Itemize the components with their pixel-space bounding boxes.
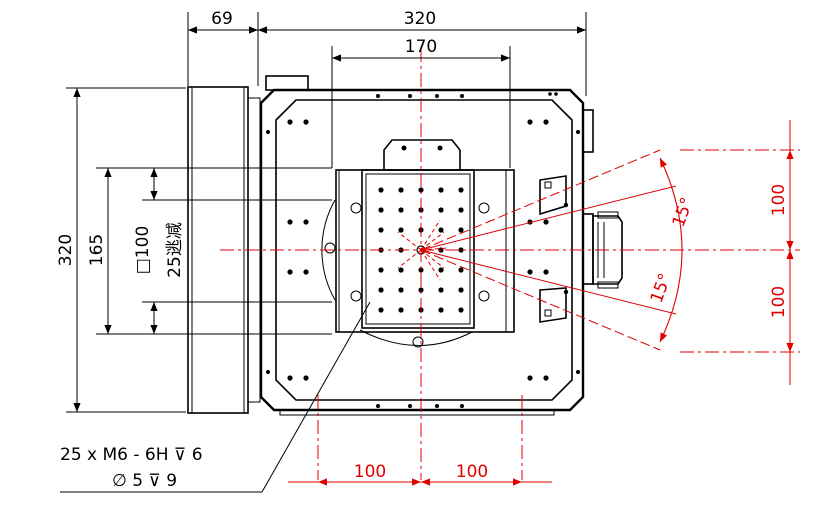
callout-line-2: ∅ 5 ⊽ 9 (112, 471, 177, 491)
dim-top-inner-width: 170 (405, 37, 437, 57)
red-dimension-lines (288, 120, 794, 486)
mounting-holes (266, 92, 580, 408)
dim-left-square: □100 (133, 226, 153, 275)
angle-upper-label: 15° (669, 195, 698, 230)
dim-right-upper: 100 (769, 184, 789, 216)
dim-top-left-width: 69 (211, 9, 233, 29)
dim-bottom-right: 100 (456, 462, 488, 482)
dim-left-inner-height: 165 (87, 234, 107, 266)
base-plate (259, 75, 594, 416)
angle-arcs (659, 157, 683, 343)
thread-callout: 25 x M6 - 6H ⊽ 6 ∅ 5 ⊽ 9 (60, 445, 203, 491)
dim-left-relief: 25逃减 (165, 222, 185, 278)
dim-top-overall-width: 320 (404, 9, 436, 29)
dim-right-lower: 100 (769, 286, 789, 318)
callout-line-1: 25 x M6 - 6H ⊽ 6 (60, 445, 203, 465)
angle-lower-label: 15° (647, 271, 676, 306)
dimension-lines (60, 12, 587, 493)
centerlines (220, 48, 800, 480)
rotary-table (321, 169, 515, 348)
dim-bottom-left: 100 (354, 462, 386, 482)
dim-left-overall-height: 320 (56, 234, 76, 266)
top-mounting-plate (350, 139, 490, 329)
